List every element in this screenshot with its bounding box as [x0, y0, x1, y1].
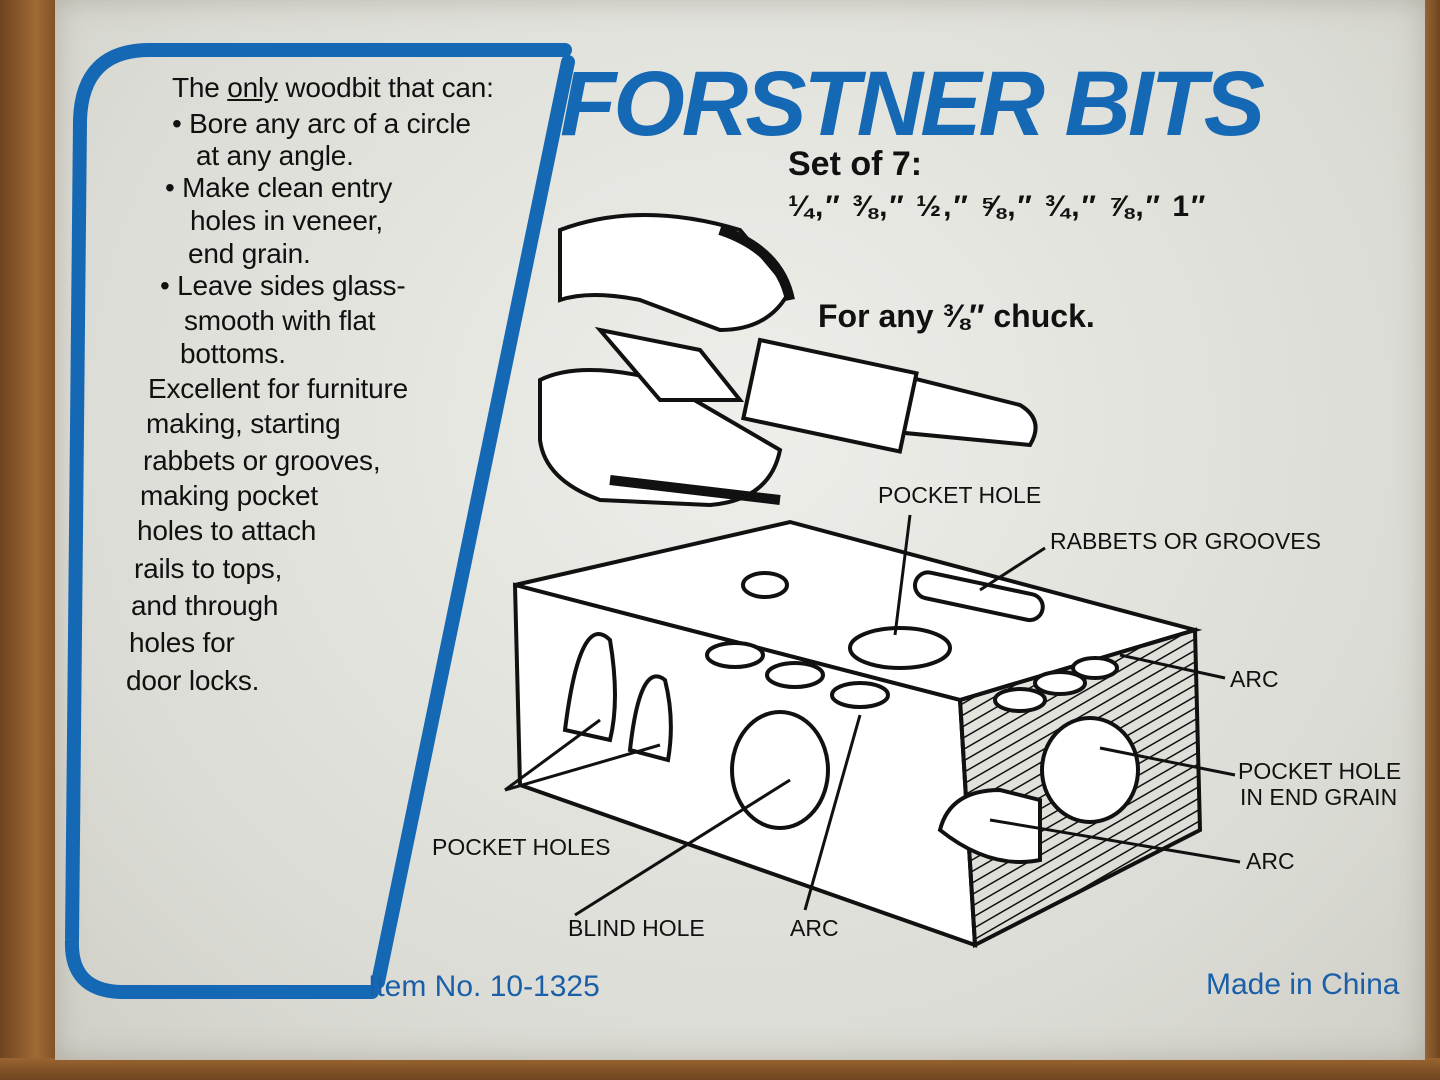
wood-block-illustration — [512, 519, 1203, 949]
label-rabbets-or-grooves: RABBETS OR GROOVES — [1050, 528, 1321, 554]
label-pocket-hole-end-grain-1: POCKET HOLE — [1238, 758, 1402, 784]
feature-line: and through — [131, 590, 279, 621]
intro-line: The only woodbit that can: — [172, 72, 494, 104]
feature-line: • Make clean entry — [165, 172, 393, 203]
feature-line: end grain. — [188, 238, 311, 269]
feature-line: holes in veneer, — [190, 205, 383, 236]
callout-arrows — [504, 514, 1241, 917]
wood-frame-bottom — [0, 1058, 1440, 1080]
label-card — [55, 0, 1425, 1060]
label-arc-bottom: ARC — [790, 915, 839, 941]
feature-line: holes to attach — [137, 515, 317, 546]
feature-line: door locks. — [126, 665, 260, 696]
blue-bracket — [64, 43, 575, 999]
label-blind-hole: BLIND HOLE — [568, 915, 705, 941]
intro-emphasis: only — [227, 72, 278, 103]
feature-line: at any angle. — [196, 140, 354, 171]
chuck-note: For any ⅜″ chuck. — [818, 298, 1095, 334]
feature-line: • Bore any arc of a circle — [172, 108, 471, 139]
label-arc-right: ARC — [1246, 848, 1295, 874]
origin-note: Made in China — [1206, 968, 1400, 1001]
intro-before: The — [172, 72, 228, 103]
feature-line: holes for — [129, 627, 235, 658]
intro-after: woodbit that can: — [277, 72, 494, 103]
wood-frame-left — [0, 0, 60, 1080]
feature-line: bottoms. — [180, 338, 286, 369]
feature-line: rabbets or grooves, — [143, 445, 381, 476]
feature-line: Excellent for furniture — [148, 373, 408, 404]
label-pocket-holes: POCKET HOLES — [432, 834, 611, 860]
feature-line: rails to tops, — [134, 553, 283, 584]
feature-line: • Leave sides glass- — [160, 270, 406, 301]
set-heading: Set of 7: — [788, 145, 923, 183]
label-pocket-hole-end-grain-2: IN END GRAIN — [1240, 784, 1398, 810]
item-number: Item No. 10-1325 — [368, 970, 600, 1003]
feature-line: making, starting — [146, 408, 341, 439]
wood-frame-right — [1422, 0, 1440, 1080]
feature-line: smooth with flat — [184, 305, 376, 336]
forstner-bit-illustration — [538, 213, 1038, 508]
product-title: FORSTNER BITS — [560, 53, 1265, 155]
bit-sizes: ¼,″ ⅜,″ ½,″ ⅝,″ ¾,″ ⅞,″ 1″ — [788, 190, 1208, 223]
label-pocket-hole: POCKET HOLE — [878, 482, 1042, 508]
label-arc-top: ARC — [1230, 666, 1279, 692]
feature-line: making pocket — [140, 480, 318, 511]
